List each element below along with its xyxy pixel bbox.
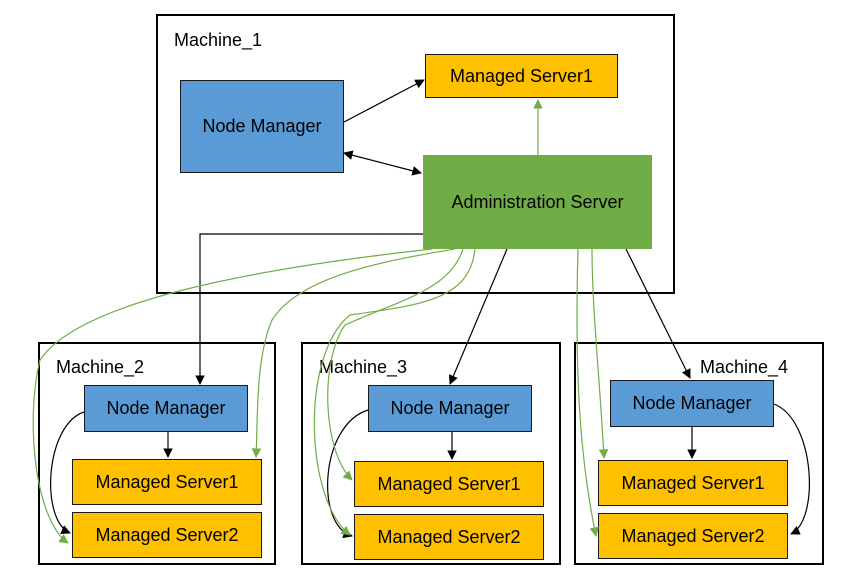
machine-3-node-manager: Node Manager <box>368 385 532 432</box>
machine-4-node-manager: Node Manager <box>610 380 774 427</box>
machine-4-managed-server1: Managed Server1 <box>598 460 788 506</box>
machine-2-managed-server1: Managed Server1 <box>72 459 262 505</box>
machine-2-label: Machine_2 <box>56 357 145 377</box>
machine-3-managed-server2: Managed Server2 <box>354 514 544 560</box>
machine-1-label: Machine_1 <box>174 30 263 50</box>
machine-3-label: Machine_3 <box>319 357 408 377</box>
machine-2-managed-server2: Managed Server2 <box>72 512 262 558</box>
machine-1-managed-server1: Managed Server1 <box>425 54 618 98</box>
machine-1-node-manager: Node Manager <box>180 80 344 173</box>
machine-3-managed-server1: Managed Server1 <box>354 461 544 507</box>
machine-2-node-manager: Node Manager <box>84 385 248 432</box>
machine-4-managed-server2: Managed Server2 <box>598 513 788 559</box>
machine-4-label: Machine_4 <box>700 357 789 377</box>
administration-server: Administration Server <box>423 155 652 249</box>
